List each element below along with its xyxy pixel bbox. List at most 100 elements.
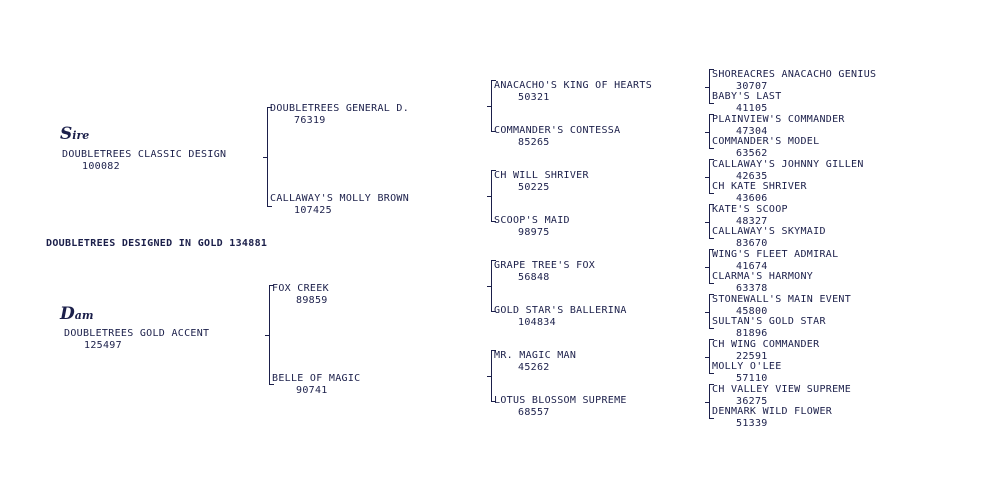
gen3-bracket — [487, 350, 499, 402]
gen3-name: SCOOP'S MAID — [494, 215, 570, 226]
gen4-bracket — [705, 114, 717, 149]
gen4-entry: SHOREACRES ANACACHO GENIUS 30707 — [712, 69, 876, 93]
gen4-name: SHOREACRES ANACACHO GENIUS — [712, 69, 877, 80]
gen4-name: BABY'S LAST — [712, 91, 782, 102]
gen4-number: 83670 — [736, 238, 768, 249]
subject-dog: DOUBLETREES DESIGNED IN GOLD 134881 — [46, 238, 268, 249]
gen3-name: MR. MAGIC MAN — [494, 350, 577, 361]
gen3-number: 104834 — [518, 317, 556, 328]
gen2-number: 89859 — [296, 295, 328, 306]
gen4-entry: KATE'S SCOOP 48327 — [712, 204, 788, 228]
gen4-entry: DENMARK WILD FLOWER 51339 — [712, 406, 832, 430]
dam-label-rest: am — [74, 309, 94, 322]
gen4-number: 63378 — [736, 283, 768, 294]
gen4-entry: MOLLY O'LEE 57110 — [712, 361, 782, 385]
gen2-sire-bracket — [263, 107, 275, 207]
gen4-name: CALLAWAY'S SKYMAID — [712, 226, 826, 237]
dam-label: Dam — [60, 304, 94, 324]
gen4-bracket — [705, 249, 717, 284]
gen3-number: 45262 — [518, 362, 550, 373]
gen4-name: PLAINVIEW'S COMMANDER — [712, 114, 845, 125]
gen2-number: 76319 — [294, 115, 326, 126]
gen3-number: 56848 — [518, 272, 550, 283]
gen4-number: 41674 — [736, 261, 768, 272]
gen3-entry: GRAPE TREE'S FOX 56848 — [494, 260, 595, 284]
gen2-name: BELLE OF MAGIC — [272, 373, 361, 384]
gen3-name: GRAPE TREE'S FOX — [494, 260, 596, 271]
gen3-name: COMMANDER'S CONTESSA — [494, 125, 621, 136]
gen4-bracket — [705, 294, 717, 329]
dam-name: DOUBLETREES GOLD ACCENT — [64, 328, 210, 339]
gen3-entry: CH WILL SHRIVER 50225 — [494, 170, 589, 194]
gen4-number: 42635 — [736, 171, 768, 182]
gen4-bracket — [705, 69, 717, 104]
gen3-entry: ANACACHO'S KING OF HEARTS 50321 — [494, 80, 652, 104]
gen3-bracket — [487, 260, 499, 312]
gen3-bracket — [487, 170, 499, 222]
gen2-entry: FOX CREEK 89859 — [272, 283, 329, 307]
gen4-name: KATE'S SCOOP — [712, 204, 788, 215]
gen4-bracket — [705, 204, 717, 239]
gen3-name: ANACACHO'S KING OF HEARTS — [494, 80, 653, 91]
gen4-name: CH KATE SHRIVER — [712, 181, 807, 192]
gen4-name: MOLLY O'LEE — [712, 361, 782, 372]
gen4-entry: STONEWALL'S MAIN EVENT 45800 — [712, 294, 851, 318]
gen2-name: CALLAWAY'S MOLLY BROWN — [270, 193, 410, 204]
sire-label-initial: S — [60, 124, 73, 144]
gen2-number: 107425 — [294, 205, 332, 216]
gen4-entry: COMMANDER'S MODEL 63562 — [712, 136, 819, 160]
gen4-name: CH WING COMMANDER — [712, 339, 820, 350]
gen3-number: 85265 — [518, 137, 550, 148]
sire-name: DOUBLETREES CLASSIC DESIGN — [62, 149, 227, 160]
gen4-number: 41105 — [736, 103, 768, 114]
gen4-number: 36275 — [736, 396, 768, 407]
gen4-name: DENMARK WILD FLOWER — [712, 406, 833, 417]
gen3-number: 50321 — [518, 92, 550, 103]
gen4-number: 30707 — [736, 81, 768, 92]
gen4-number: 81896 — [736, 328, 768, 339]
gen4-number: 63562 — [736, 148, 768, 159]
gen4-number: 57110 — [736, 373, 768, 384]
gen4-name: CH VALLEY VIEW SUPREME — [712, 384, 852, 395]
gen4-name: STONEWALL'S MAIN EVENT — [712, 294, 852, 305]
gen2-entry: DOUBLETREES GENERAL D. 76319 — [270, 103, 409, 127]
gen4-number: 43606 — [736, 193, 768, 204]
gen4-entry: PLAINVIEW'S COMMANDER 47304 — [712, 114, 845, 138]
dam-number: 125497 — [84, 340, 122, 351]
gen4-entry: CALLAWAY'S JOHNNY GILLEN 42635 — [712, 159, 864, 183]
gen4-entry: CH WING COMMANDER 22591 — [712, 339, 819, 363]
gen3-name: GOLD STAR'S BALLERINA — [494, 305, 627, 316]
gen3-entry: MR. MAGIC MAN 45262 — [494, 350, 576, 374]
gen4-bracket — [705, 384, 717, 419]
gen3-entry: COMMANDER'S CONTESSA 85265 — [494, 125, 620, 149]
gen3-number: 68557 — [518, 407, 550, 418]
gen4-entry: SULTAN'S GOLD STAR 81896 — [712, 316, 826, 340]
gen4-number: 22591 — [736, 351, 768, 362]
dam-entry: DOUBLETREES GOLD ACCENT 125497 — [64, 328, 209, 352]
gen3-name: CH WILL SHRIVER — [494, 170, 589, 181]
gen4-entry: BABY'S LAST 41105 — [712, 91, 782, 115]
gen3-bracket — [487, 80, 499, 132]
gen2-name: DOUBLETREES GENERAL D. — [270, 103, 410, 114]
gen4-bracket — [705, 339, 717, 374]
gen4-name: COMMANDER'S MODEL — [712, 136, 820, 147]
gen4-name: SULTAN'S GOLD STAR — [712, 316, 826, 327]
gen3-entry: LOTUS BLOSSOM SUPREME 68557 — [494, 395, 627, 419]
gen4-entry: CLARMA'S HARMONY 63378 — [712, 271, 813, 295]
sire-label-rest: ire — [72, 129, 90, 142]
gen4-name: CALLAWAY'S JOHNNY GILLEN — [712, 159, 864, 170]
sire-number: 100082 — [82, 161, 120, 172]
dam-label-initial: D — [60, 304, 75, 324]
gen3-entry: GOLD STAR'S BALLERINA 104834 — [494, 305, 627, 329]
gen3-number: 50225 — [518, 182, 550, 193]
gen4-name: WING'S FLEET ADMIRAL — [712, 249, 839, 260]
gen4-number: 47304 — [736, 126, 768, 137]
gen3-number: 98975 — [518, 227, 550, 238]
gen4-entry: WING'S FLEET ADMIRAL 41674 — [712, 249, 838, 273]
sire-entry: DOUBLETREES CLASSIC DESIGN 100082 — [62, 149, 226, 173]
gen2-name: FOX CREEK — [272, 283, 329, 294]
gen4-entry: CALLAWAY'S SKYMAID 83670 — [712, 226, 826, 250]
gen4-bracket — [705, 159, 717, 194]
gen4-entry: CH VALLEY VIEW SUPREME 36275 — [712, 384, 851, 408]
gen4-number: 51339 — [736, 418, 768, 429]
